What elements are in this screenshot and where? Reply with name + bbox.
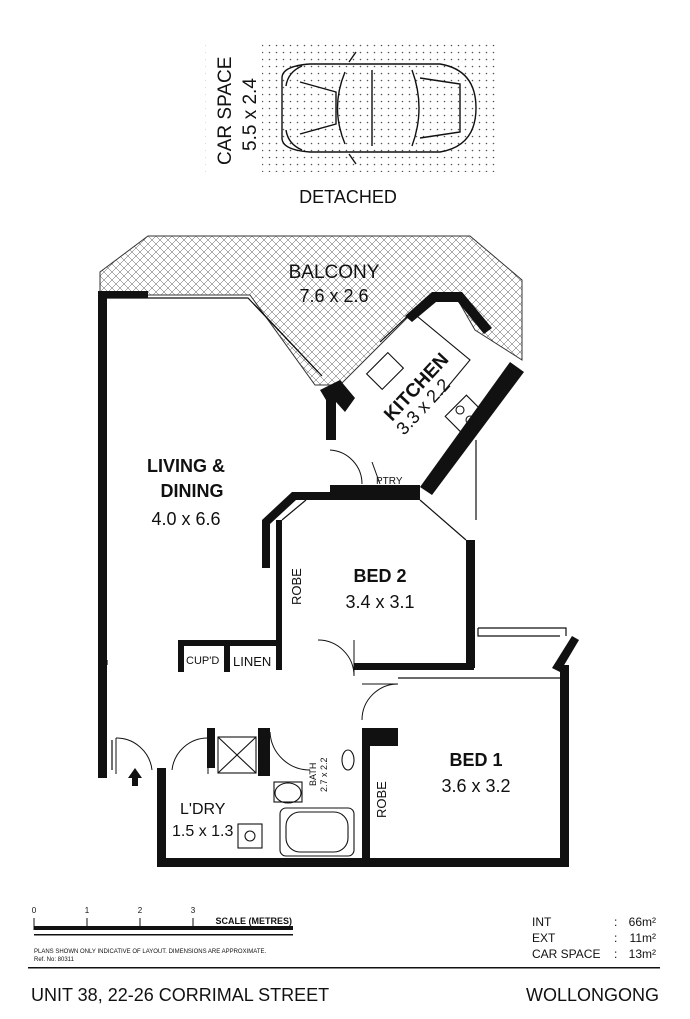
scale-tick-1: 1	[85, 906, 90, 915]
area-value-ext: 11m²	[630, 931, 656, 945]
bed1-size: 3.6 x 3.2	[441, 776, 510, 796]
balcony-name: BALCONY	[289, 262, 380, 283]
scale-label: SCALE (METRES)	[216, 916, 293, 926]
area-summary: INT : 66m² EXT : 11m² CAR SPACE : 13m²	[532, 915, 656, 961]
car-space: CAR SPACE 5.5 x 2.4 DETACHED	[204, 40, 496, 207]
laundry-size: 1.5 x 1.3	[172, 823, 233, 840]
balcony: BALCONY 7.6 x 2.6	[99, 235, 523, 386]
scale-tick-3: 3	[191, 906, 196, 915]
area-label-ext: EXT	[532, 931, 556, 945]
area-sep-car: :	[614, 947, 617, 961]
footer-suburb: WOLLONGONG	[526, 985, 659, 1005]
linen-name: LINEN	[233, 654, 271, 669]
scale-bar: 0 1 2 3 SCALE (METRES) PLANS SHOWN ONLY …	[32, 906, 293, 963]
car-space-size: 5.5 x 2.4	[240, 78, 261, 151]
scale-tick-2: 2	[138, 906, 143, 915]
cupboard-name: CUP'D	[186, 655, 219, 667]
walls	[98, 291, 579, 867]
entry-arrow-icon	[128, 768, 142, 786]
fixtures	[217, 311, 486, 857]
door-swings	[115, 449, 399, 774]
area-sep-ext: :	[614, 931, 617, 945]
robe2-name: ROBE	[289, 568, 304, 605]
disclaimer-line1: PLANS SHOWN ONLY INDICATIVE OF LAYOUT. D…	[34, 949, 266, 955]
bed1-name: BED 1	[449, 750, 502, 770]
car-space-name: CAR SPACE	[215, 57, 236, 165]
bath-name: BATH	[308, 763, 318, 786]
car-icon	[281, 51, 477, 165]
scale-tick-0: 0	[32, 906, 37, 915]
disclaimer-line2: Ref. No: 80311	[34, 957, 75, 963]
living-name-line2: DINING	[161, 481, 224, 501]
area-sep-int: :	[614, 915, 617, 929]
balcony-size: 7.6 x 2.6	[299, 286, 368, 306]
bath-size: 2.7 x 2.2	[319, 757, 329, 792]
fine-lines	[106, 297, 567, 770]
car-space-caption: DETACHED	[299, 187, 397, 207]
area-label-int: INT	[532, 915, 552, 929]
footer-rule	[28, 967, 660, 969]
pantry-name: PTRY	[376, 476, 403, 487]
bed2-size: 3.4 x 3.1	[345, 592, 414, 612]
living-size: 4.0 x 6.6	[151, 509, 220, 529]
area-value-car: 13m²	[629, 947, 656, 961]
robe1-name: ROBE	[374, 781, 389, 818]
bed2-name: BED 2	[353, 566, 406, 586]
laundry-name: L'DRY	[180, 801, 226, 818]
living-name-line1: LIVING &	[147, 456, 225, 476]
area-label-car: CAR SPACE	[532, 947, 600, 961]
footer-address: UNIT 38, 22-26 CORRIMAL STREET	[31, 985, 329, 1005]
area-value-int: 66m²	[629, 915, 656, 929]
